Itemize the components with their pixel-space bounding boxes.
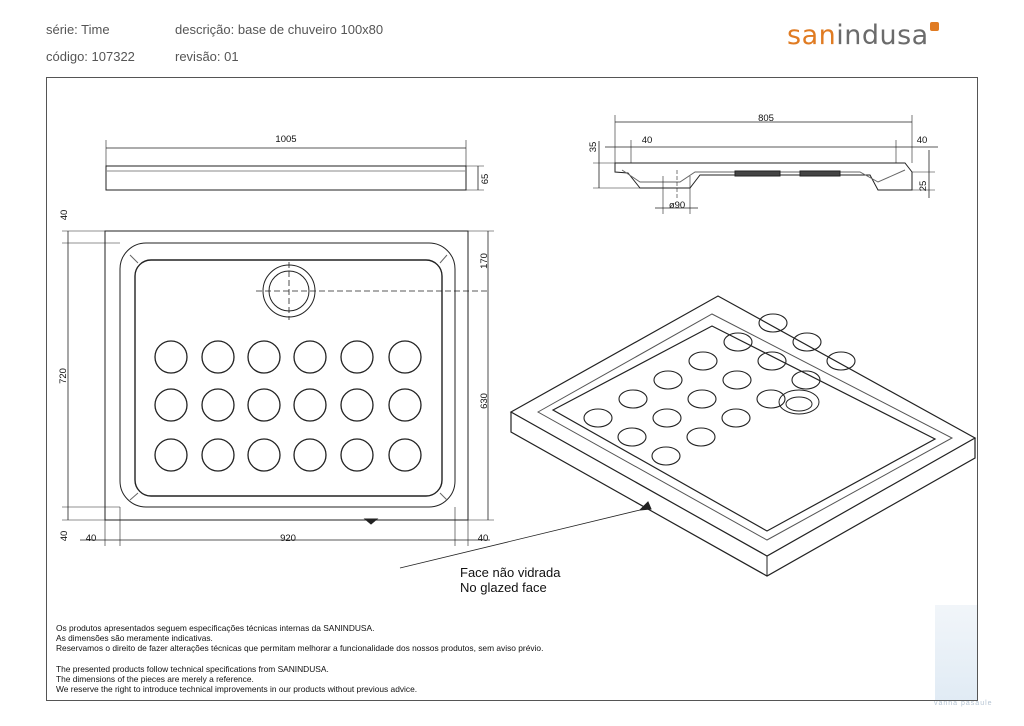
sanindusa-logo: sanindusa bbox=[787, 20, 939, 51]
dim-label-border-top: 40 bbox=[59, 210, 70, 221]
plan-rim-outline bbox=[119, 242, 456, 508]
iso-pad bbox=[722, 370, 752, 390]
watermark-shape bbox=[935, 605, 977, 700]
plan-pad bbox=[154, 438, 188, 472]
plan-pad bbox=[247, 388, 281, 422]
iso-pad bbox=[756, 389, 786, 409]
plan-pad bbox=[340, 438, 374, 472]
iso-pad bbox=[721, 408, 751, 428]
iso-pad bbox=[826, 351, 856, 371]
plan-outer-outline bbox=[104, 230, 469, 521]
revision-label: revisão: 01 bbox=[175, 49, 239, 64]
logo-mark-icon bbox=[929, 22, 939, 31]
callout-leader bbox=[399, 509, 641, 569]
watermark-text: vanna pasaule bbox=[934, 700, 993, 707]
section-detail bbox=[734, 170, 781, 177]
iso-drain-outer bbox=[778, 389, 820, 415]
plan-pad bbox=[154, 340, 188, 374]
plan-pad bbox=[388, 388, 422, 422]
dim-label-width-total: 1005 bbox=[275, 134, 296, 145]
iso-pad bbox=[757, 351, 787, 371]
dim-label-side-height: 65 bbox=[480, 174, 491, 185]
iso-pad bbox=[583, 408, 613, 428]
dim-label-border-bottom: 40 bbox=[59, 531, 70, 542]
note-en-2: The dimensions of the pieces are merely … bbox=[56, 674, 254, 684]
section-detail bbox=[799, 170, 841, 177]
iso-pad bbox=[618, 389, 648, 409]
dim-label-drain-offset: 170 bbox=[479, 253, 490, 269]
plan-pad bbox=[388, 438, 422, 472]
plan-pad bbox=[293, 438, 327, 472]
iso-pad bbox=[792, 332, 822, 352]
callout-text-pt: Face não vidrada bbox=[460, 565, 561, 580]
iso-pad bbox=[688, 351, 718, 371]
plan-pad bbox=[247, 438, 281, 472]
iso-pad bbox=[791, 370, 821, 390]
iso-anti-slip-pads bbox=[583, 313, 856, 466]
iso-pad bbox=[652, 408, 682, 428]
plan-pad bbox=[201, 388, 235, 422]
drawing-frame bbox=[46, 77, 978, 701]
callout-text-en: No glazed face bbox=[460, 580, 547, 595]
unglazed-face-callout: Face não vidrada No glazed face bbox=[460, 565, 560, 595]
dim-label-section-depth: 35 bbox=[588, 142, 599, 153]
note-pt-3: Reservamos o direito de fazer alterações… bbox=[56, 643, 544, 653]
section-view bbox=[593, 115, 938, 214]
iso-side-outline bbox=[510, 412, 976, 577]
dim-label-height-total: 720 bbox=[58, 368, 69, 384]
iso-pad bbox=[686, 427, 716, 447]
plan-pad bbox=[154, 388, 188, 422]
plan-pad bbox=[340, 340, 374, 374]
iso-pad bbox=[653, 370, 683, 390]
dim-label-drain-diameter: ø90 bbox=[669, 200, 685, 211]
isometric-view bbox=[399, 295, 977, 577]
logo-part-indusa: indusa bbox=[836, 20, 929, 51]
note-pt-1: Os produtos apresentados seguem especifi… bbox=[56, 623, 375, 633]
iso-pad bbox=[723, 332, 753, 352]
view-marker-icon bbox=[363, 518, 379, 525]
serie-label: série: Time bbox=[46, 22, 110, 37]
note-en-1: The presented products follow technical … bbox=[56, 664, 329, 674]
plan-pad bbox=[293, 388, 327, 422]
note-en-3: We reserve the right to introduce techni… bbox=[56, 684, 418, 694]
plan-pad bbox=[247, 340, 281, 374]
dim-label-section-left: 40 bbox=[642, 135, 653, 146]
plan-corner-lines bbox=[129, 254, 448, 501]
dim-label-inner-height: 630 bbox=[479, 393, 490, 409]
callout-arrow-icon bbox=[638, 501, 652, 511]
plan-pad bbox=[201, 340, 235, 374]
note-pt-2: As dimensões são meramente indicativas. bbox=[56, 633, 213, 643]
dim-label-inner-width: 920 bbox=[280, 533, 296, 544]
plan-pad bbox=[201, 438, 235, 472]
plan-pad bbox=[340, 388, 374, 422]
plan-pad bbox=[388, 340, 422, 374]
plan-basin-outline bbox=[134, 259, 443, 497]
code-label: código: 107322 bbox=[46, 49, 135, 64]
dim-label-section-right: 40 bbox=[917, 135, 928, 146]
iso-drain-inner bbox=[785, 396, 813, 412]
iso-basin-outline bbox=[551, 325, 937, 532]
dim-label-border-right: 40 bbox=[478, 533, 489, 544]
dim-label-border-left: 40 bbox=[86, 533, 97, 544]
dim-label-section-height: 25 bbox=[918, 181, 929, 192]
iso-pad bbox=[758, 313, 788, 333]
elevation-outline bbox=[105, 165, 467, 191]
section-inner-profile bbox=[621, 169, 906, 183]
dim-label-section-width: 805 bbox=[758, 113, 774, 124]
elevation-view bbox=[105, 140, 484, 191]
iso-pad bbox=[687, 389, 717, 409]
plan-view bbox=[62, 230, 494, 546]
iso-rim-outline bbox=[536, 313, 954, 541]
plan-pad bbox=[293, 340, 327, 374]
description-label: descrição: base de chuveiro 100x80 bbox=[175, 22, 384, 37]
plan-anti-slip-pads bbox=[154, 340, 422, 472]
iso-pad bbox=[617, 427, 647, 447]
logo-part-san: san bbox=[787, 20, 837, 51]
iso-pad bbox=[651, 446, 681, 466]
